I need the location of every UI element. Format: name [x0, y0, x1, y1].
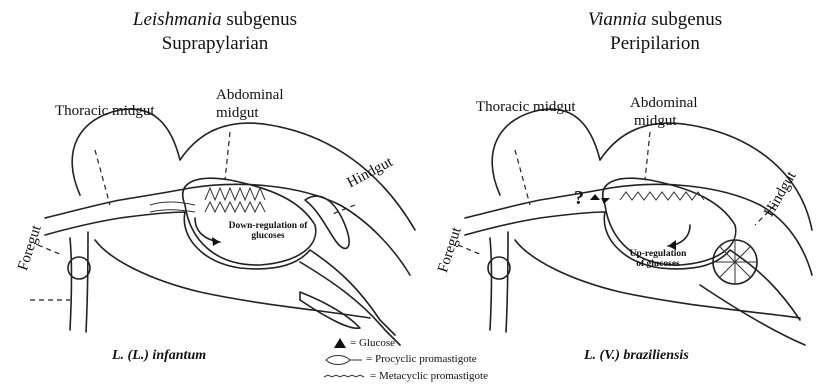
- right-title-genus: Viannia: [588, 9, 647, 30]
- right-curved-arrow: [668, 225, 690, 246]
- left-lower-body: [95, 240, 370, 318]
- left-label-abdominal: Abdominal: [216, 88, 284, 103]
- metacyclic-promastigote-icon: [324, 375, 364, 377]
- left-subtitle: Suprapylarian: [120, 34, 310, 53]
- right-up-regulation-line2: of glucoses: [618, 260, 698, 270]
- right-title: Viannia subgenus: [560, 10, 750, 29]
- right-abdominal-leader: [645, 132, 650, 180]
- right-promastigote-chain: [590, 192, 704, 204]
- right-label-abdominal: Abdominal: [630, 96, 698, 111]
- right-thoracic-leader: [515, 150, 530, 205]
- right-species-label: L. (V.) braziliensis: [584, 349, 689, 363]
- left-title: Leishmania subgenus: [120, 10, 310, 29]
- left-lower-body-2: [300, 262, 400, 345]
- left-abdominal-leader: [225, 132, 230, 180]
- right-foregut-leader: [458, 245, 482, 255]
- left-down-regulation-line2: glucoses: [208, 232, 328, 242]
- right-label-midgut: midgut: [634, 114, 677, 129]
- left-label-thoracic-midgut: Thoracic midgut: [55, 104, 155, 119]
- right-foregut-column: [490, 232, 508, 332]
- glucose-triangle-icon: [334, 338, 346, 348]
- left-thoracic-leader: [95, 150, 110, 205]
- left-label-midgut: midgut: [216, 106, 259, 121]
- procyclic-promastigote-icon: [326, 356, 362, 365]
- left-label-down-regulation: Down-regulation of glucoses: [208, 222, 328, 242]
- left-foregut-column: [70, 232, 88, 332]
- legend-glucose: = Glucose: [350, 338, 395, 349]
- legend-procyclic: = Procyclic promastigote: [366, 354, 477, 365]
- right-question-mark: ?: [574, 188, 584, 208]
- legend-metacyclic: = Metacyclic promastigote: [370, 371, 488, 382]
- right-subtitle: Peripilarion: [560, 34, 750, 53]
- right-lower-body-2: [700, 285, 805, 345]
- right-title-suffix: subgenus: [647, 9, 722, 30]
- right-label-up-regulation: Up-regulation of glucoses: [618, 250, 698, 270]
- left-title-genus: Leishmania: [133, 9, 222, 30]
- left-species-label: L. (L.) infantum: [112, 349, 206, 363]
- right-label-thoracic-midgut: Thoracic midgut: [476, 100, 576, 115]
- left-foregut-leader: [38, 245, 62, 255]
- left-title-suffix: subgenus: [222, 9, 297, 30]
- right-gut-drawing: [458, 109, 812, 345]
